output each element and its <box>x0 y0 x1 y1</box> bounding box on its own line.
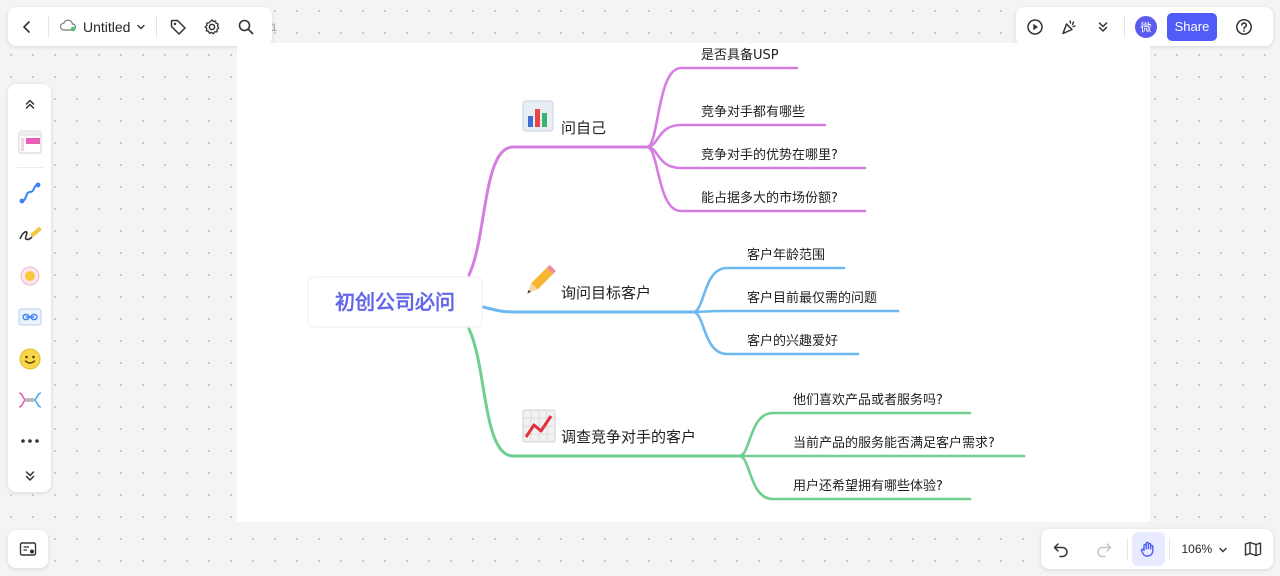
leaf-label: 他们喜欢产品或者服务吗? <box>793 392 943 408</box>
expand-down-icon[interactable] <box>13 460 47 492</box>
leaf-connector <box>737 411 972 458</box>
cloud-sync-icon <box>59 17 77 36</box>
branch-label: 调查竞争对手的客户 <box>561 428 696 446</box>
connector-line-icon[interactable] <box>13 177 47 209</box>
branch-label: 问自己 <box>561 119 606 137</box>
mindmap-leaf[interactable]: 能占据多大的市场份额? <box>645 145 867 213</box>
bottom-left-toolbar <box>8 530 48 568</box>
mindmap-leaf[interactable]: 竞争对手都有哪些 <box>645 104 827 149</box>
leaf-connector <box>691 309 900 314</box>
document-title: Untitled <box>83 18 131 35</box>
leaf-connector <box>645 66 799 149</box>
undo-icon[interactable] <box>1045 532 1078 566</box>
mindmap-leaf[interactable]: 是否具备USP <box>645 47 799 149</box>
whiteboard-canvas[interactable]: 问自己 是否具备USP 竞争对手都有哪些竞争对手的优势在哪里? 能占据多大的市场份额?… <box>237 43 1150 522</box>
divider <box>48 15 49 38</box>
root-node-label: 初创公司必问 <box>335 290 455 314</box>
pen-draw-icon[interactable] <box>13 218 47 250</box>
mindmap-leaf[interactable]: 竞争对手的优势在哪里? <box>645 145 867 170</box>
leaf-label: 用户还希望拥有哪些体验? <box>793 478 943 494</box>
leaf-connector <box>691 310 860 356</box>
zoom-level-dropdown[interactable]: 106% <box>1173 534 1236 564</box>
leaf-connector <box>645 123 827 149</box>
chevron-down-icon <box>136 17 146 36</box>
leaf-label: 竞争对手的优势在哪里? <box>701 147 838 163</box>
mindmap-leaf[interactable]: 用户还希望拥有哪些体验? <box>737 454 972 501</box>
leaf-label: 客户年龄范围 <box>747 247 825 263</box>
leaf-label: 是否具备USP <box>701 47 779 63</box>
document-title-dropdown[interactable]: Untitled <box>53 12 152 42</box>
divider <box>1124 15 1125 38</box>
mindmap-branch[interactable]: 调查竞争对手的客户 他们喜欢产品或者服务吗? 当前产品的服务能否满足客户需求? 用户还… <box>467 327 1026 501</box>
left-toolbar <box>8 84 51 492</box>
top-left-toolbar: Untitled <box>8 7 272 46</box>
play-presentation-icon[interactable] <box>1018 10 1052 44</box>
leaf-label: 能占据多大的市场份额? <box>701 190 838 206</box>
mindmap-leaf[interactable]: 当前产品的服务能否满足客户需求? <box>737 435 1026 458</box>
page-number: 1 <box>271 22 278 34</box>
leaf-connector <box>737 454 972 501</box>
tag-icon[interactable] <box>161 10 195 44</box>
redo-icon[interactable] <box>1088 532 1121 566</box>
root-node-box <box>307 276 483 328</box>
mindmap-leaf[interactable]: 他们喜欢产品或者服务吗? <box>737 392 972 458</box>
leaf-label: 当前产品的服务能否满足客户需求? <box>793 435 995 451</box>
trend-chart-icon <box>522 409 556 443</box>
mindmap-leaf[interactable]: 客户目前最仅需的问题 <box>691 290 900 314</box>
hand-pan-icon[interactable] <box>1131 532 1165 566</box>
branch-connector <box>467 327 515 458</box>
zoom-level: 106% <box>1181 542 1213 556</box>
more-options-icon[interactable] <box>13 425 47 457</box>
bar-chart-icon <box>522 100 554 132</box>
collapse-up-icon[interactable] <box>13 88 47 120</box>
back-icon[interactable] <box>10 10 44 44</box>
branch-label: 询问目标客户 <box>561 284 651 302</box>
emoji-sticker-icon[interactable] <box>13 342 47 374</box>
mindmap-leaf[interactable]: 客户的兴趣爱好 <box>691 310 860 356</box>
celebration-icon[interactable] <box>1052 10 1086 44</box>
user-avatar[interactable]: 微 <box>1135 15 1157 38</box>
share-button[interactable]: Share <box>1167 12 1217 41</box>
template-frame-icon[interactable] <box>13 125 47 157</box>
chevron-down-icon <box>1218 540 1228 559</box>
divider <box>16 166 43 168</box>
leaf-label: 竞争对手都有哪些 <box>701 104 805 120</box>
sticky-shape-icon[interactable] <box>13 260 47 292</box>
map-overview-icon[interactable] <box>1236 532 1269 566</box>
leaf-connector <box>691 266 846 314</box>
branch-connector <box>481 305 525 314</box>
link-card-icon[interactable] <box>13 301 47 333</box>
divider <box>156 15 158 38</box>
root-node[interactable]: 初创公司必问 <box>307 276 483 328</box>
leaf-label: 客户目前最仅需的问题 <box>747 290 877 306</box>
divider <box>1126 538 1128 560</box>
settings-gear-icon[interactable] <box>195 10 229 44</box>
leaf-label: 客户的兴趣爱好 <box>747 333 838 349</box>
leaf-connector <box>645 145 867 213</box>
branch-connector <box>467 145 515 277</box>
top-right-toolbar: 微 Share <box>1016 7 1273 46</box>
double-chevron-down-icon[interactable] <box>1086 10 1120 44</box>
mindmap-leaf[interactable]: 客户年龄范围 <box>691 247 846 314</box>
divider <box>1168 538 1170 560</box>
help-icon[interactable] <box>1227 10 1261 44</box>
pencil-icon <box>527 264 556 294</box>
search-icon[interactable] <box>229 10 263 44</box>
mindmap-icon[interactable] <box>13 384 47 416</box>
bottom-right-toolbar: 106% <box>1041 529 1273 569</box>
board-info-icon[interactable] <box>11 532 45 566</box>
